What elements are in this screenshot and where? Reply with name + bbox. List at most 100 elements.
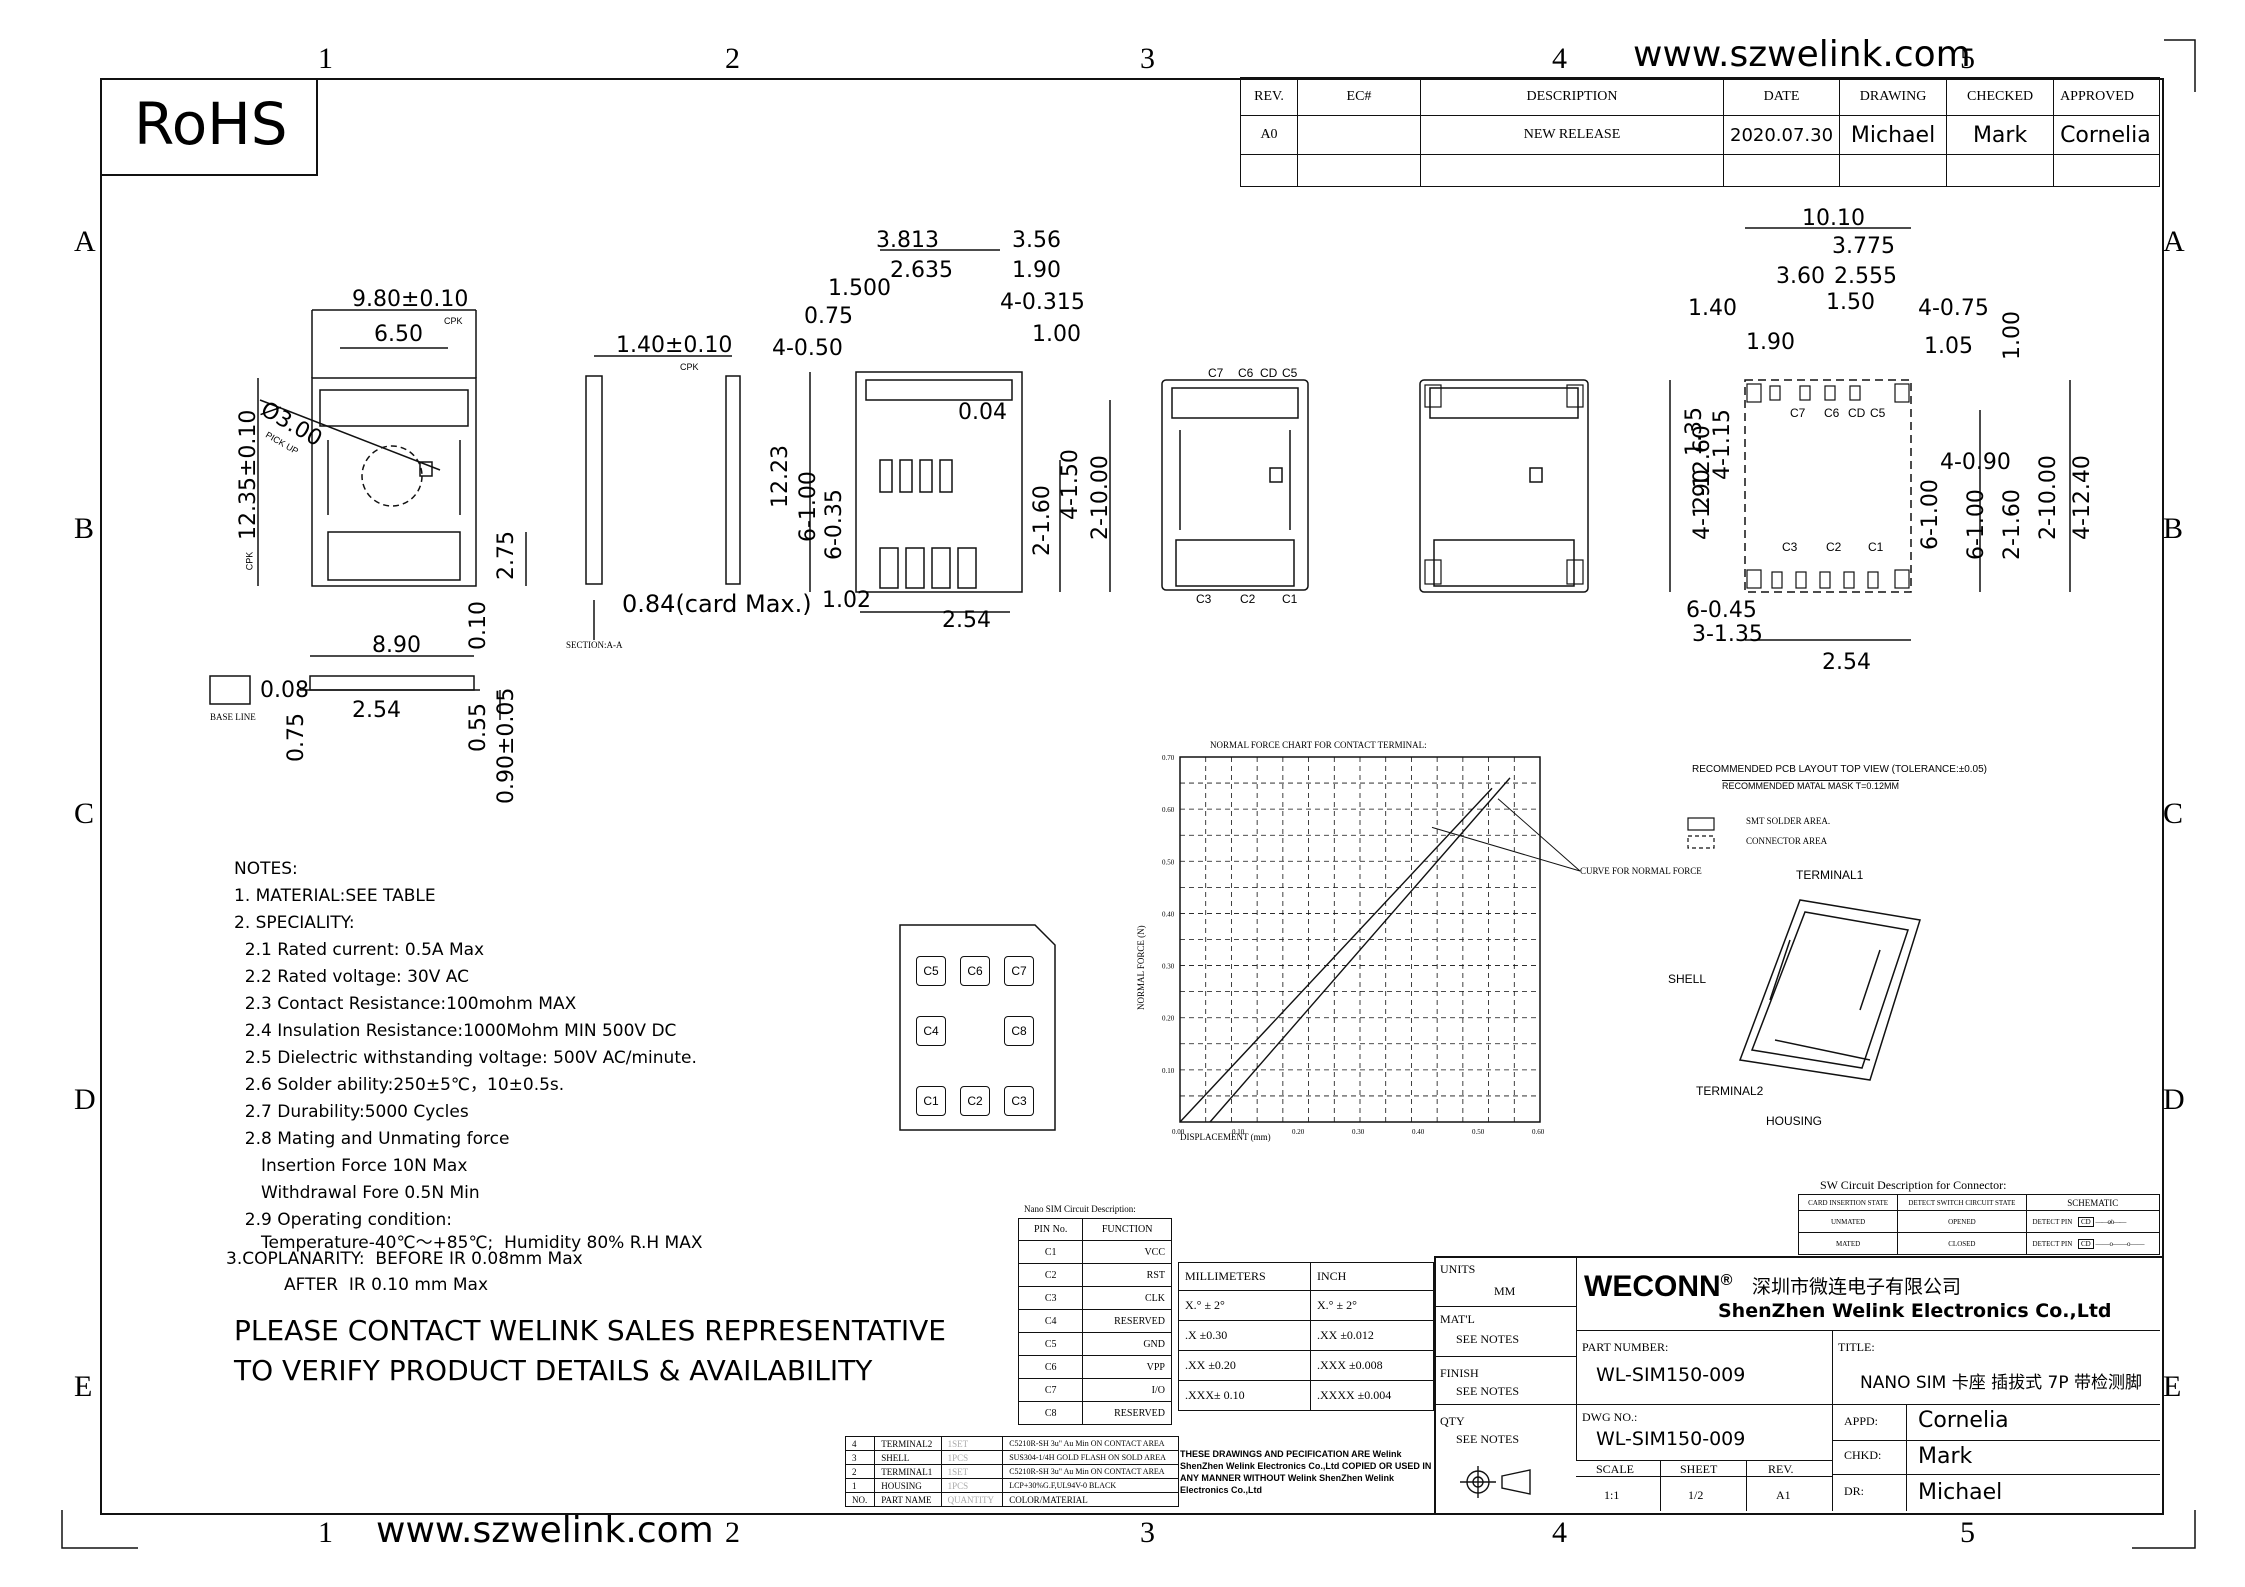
nano-sim-pin-3: C3 bbox=[1017, 1286, 1084, 1310]
pin-label-c1-a: C1 bbox=[1282, 592, 1298, 606]
pin-label-c2-b: C2 bbox=[1826, 540, 1842, 554]
zone-row-b-left: B bbox=[74, 512, 95, 545]
tb-finish-value: SEE NOTES bbox=[1456, 1384, 1519, 1398]
parts-header-no: NO. bbox=[844, 1492, 876, 1507]
chart-y-tick: 0.40 bbox=[1162, 910, 1175, 918]
website-top: www.szwelink.com bbox=[1633, 34, 1971, 75]
dim-9-80: 9.80±0.10 bbox=[352, 287, 469, 312]
nano-pin-c3: C3 bbox=[1004, 1086, 1034, 1116]
dim-6-50: 6.50 bbox=[374, 322, 423, 347]
note-line-2: 2. SPECIALITY: bbox=[234, 913, 355, 933]
tb-units-value: MM bbox=[1494, 1284, 1516, 1298]
pcb-layout-connector-area bbox=[1744, 379, 1912, 593]
chart-x-tick: 0.20 bbox=[1292, 1128, 1305, 1136]
revision-table: REV. EC# DESCRIPTION DATE DRAWING CHECKE… bbox=[1240, 76, 2160, 188]
rev-header-description: DESCRIPTION bbox=[1420, 76, 1724, 117]
base-line-label: BASE LINE bbox=[210, 712, 256, 722]
parts-header-name: PART NAME bbox=[874, 1492, 942, 1507]
dim-0-08: 0.08 bbox=[260, 678, 309, 703]
dim-4-0-315: 4-0.315 bbox=[1000, 290, 1085, 315]
pin-label-c5-b: C5 bbox=[1870, 406, 1886, 420]
rev-row-rev: A0 bbox=[1240, 115, 1298, 155]
dim-1-00-a: 1.00 bbox=[1032, 322, 1081, 347]
legend-connector-area: CONNECTOR AREA bbox=[1746, 836, 1828, 846]
chart-annotation-leader-1 bbox=[1431, 826, 1581, 872]
tb-finish-label: FINISH bbox=[1440, 1366, 1479, 1380]
sw-row-mated-state: MATED bbox=[1797, 1232, 1899, 1255]
chart-annotation: CURVE FOR NORMAL FORCE bbox=[1580, 866, 1702, 876]
pin-label-c7-a: C7 bbox=[1208, 366, 1224, 380]
tb-qty-value: SEE NOTES bbox=[1456, 1432, 1519, 1446]
dim-0-75-b: 0.75 bbox=[804, 304, 853, 329]
note-line-9: 2.7 Durability:5000 Cycles bbox=[234, 1102, 469, 1122]
dim-0-84: 0.84(card Max.) bbox=[622, 590, 812, 618]
rev-header-approved: APPROVED bbox=[2053, 76, 2160, 117]
zone-row-d-left: D bbox=[74, 1083, 96, 1116]
zone-row-c-left: C bbox=[74, 797, 95, 830]
tol-header-inch: INCH bbox=[1310, 1262, 1434, 1291]
company-name-cn: 深圳市微连电子有限公司 bbox=[1752, 1276, 1962, 1298]
dim-3-775: 3.775 bbox=[1832, 234, 1895, 259]
nano-sim-card-outline bbox=[899, 924, 1056, 1131]
pcb-mask-note: RECOMMENDED MATAL MASK T=0.12MM bbox=[1722, 780, 1899, 791]
dim-1-40: 1.40±0.10 bbox=[616, 333, 733, 358]
nano-pin-c8: C8 bbox=[1004, 1016, 1034, 1046]
nano-pin-c7: C7 bbox=[1004, 956, 1034, 986]
nano-pin-c2: C2 bbox=[960, 1086, 990, 1116]
dim-3-1-35: 3-1.35 bbox=[1692, 622, 1763, 647]
nano-sim-pin-8: C8 bbox=[1017, 1401, 1084, 1425]
drawing-border bbox=[100, 78, 2164, 1515]
note-line-6: 2.4 Insulation Resistance:1000Mohm MIN 5… bbox=[234, 1021, 677, 1041]
pcb-top-view-body bbox=[1419, 379, 1589, 593]
rev-row-ec bbox=[1297, 115, 1421, 155]
note-line-13: 2.9 Operating condition: bbox=[234, 1210, 452, 1230]
top-view-body bbox=[311, 377, 477, 587]
pin-label-c1-b: C1 bbox=[1868, 540, 1884, 554]
website-bottom: www.szwelink.com bbox=[376, 1510, 714, 1551]
dim-0-04: 0.04 bbox=[958, 400, 1007, 425]
tb-part-number-label: PART NUMBER: bbox=[1582, 1340, 1669, 1354]
zone-row-b-right: B bbox=[2163, 512, 2184, 545]
rohs-label: RoHS bbox=[134, 90, 288, 158]
tb-units-label: UNITS bbox=[1440, 1262, 1476, 1276]
pin-label-c7-b: C7 bbox=[1790, 406, 1806, 420]
tb-matl-label: MAT'L bbox=[1440, 1312, 1475, 1326]
note-line-3: 2.1 Rated current: 0.5A Max bbox=[234, 940, 485, 960]
rev-row-checked: Mark bbox=[1946, 115, 2055, 155]
note-coplanarity-1: 3.COPLANARITY: BEFORE IR 0.08mm Max bbox=[226, 1249, 583, 1269]
zone-col-5-bottom: 5 bbox=[1960, 1516, 1975, 1549]
tb-title-label: TITLE: bbox=[1838, 1340, 1875, 1354]
dim-1-40-b: 1.40 bbox=[1688, 296, 1737, 321]
sw-table-title: SW Circuit Description for Connector: bbox=[1820, 1178, 2007, 1192]
dim-1-90-b: 1.90 bbox=[1746, 330, 1795, 355]
dim-4-0-50: 4-0.50 bbox=[772, 336, 843, 361]
plain-top-view-body bbox=[1161, 379, 1309, 591]
zone-row-a-right: A bbox=[2163, 225, 2185, 258]
dim-2-635: 2.635 bbox=[890, 258, 953, 283]
dim-3-60: 3.60 bbox=[1776, 264, 1825, 289]
tb-matl-value: SEE NOTES bbox=[1456, 1332, 1519, 1346]
iso-label-housing: HOUSING bbox=[1766, 1114, 1823, 1128]
chart-series-1 bbox=[1179, 787, 1493, 1123]
nano-pin-c1: C1 bbox=[916, 1086, 946, 1116]
pin-label-c2-a: C2 bbox=[1240, 592, 1256, 606]
zone-col-2-bottom: 2 bbox=[725, 1516, 740, 1549]
note-line-14: Temperature-40℃～+85℃; Humidity 80% R.H M… bbox=[234, 1233, 703, 1253]
note-line-4: 2.2 Rated voltage: 30V AC bbox=[234, 967, 469, 987]
chart-x-tick: 0.30 bbox=[1352, 1128, 1365, 1136]
rev-header-checked: CHECKED bbox=[1946, 76, 2055, 117]
sw-detect-pin-1: DETECT PIN bbox=[2032, 1217, 2073, 1226]
tb-scale: 1:1 bbox=[1604, 1488, 1620, 1502]
pin-label-c5-a: C5 bbox=[1282, 366, 1298, 380]
note-line-8: 2.6 Solder ability:250±5℃，10±0.5s. bbox=[234, 1075, 565, 1095]
zone-row-e-right: E bbox=[2163, 1370, 2182, 1403]
pin-label-c3-a: C3 bbox=[1196, 592, 1212, 606]
nano-sim-fn-3: CLK bbox=[1082, 1286, 1172, 1310]
tol-inch-1: X.° ± 2° bbox=[1310, 1290, 1434, 1321]
nano-sim-pin-1: C1 bbox=[1017, 1240, 1084, 1264]
rev-header-drawing: DRAWING bbox=[1839, 76, 1948, 117]
note-line-7: 2.5 Dielectric withstanding voltage: 500… bbox=[234, 1048, 697, 1068]
